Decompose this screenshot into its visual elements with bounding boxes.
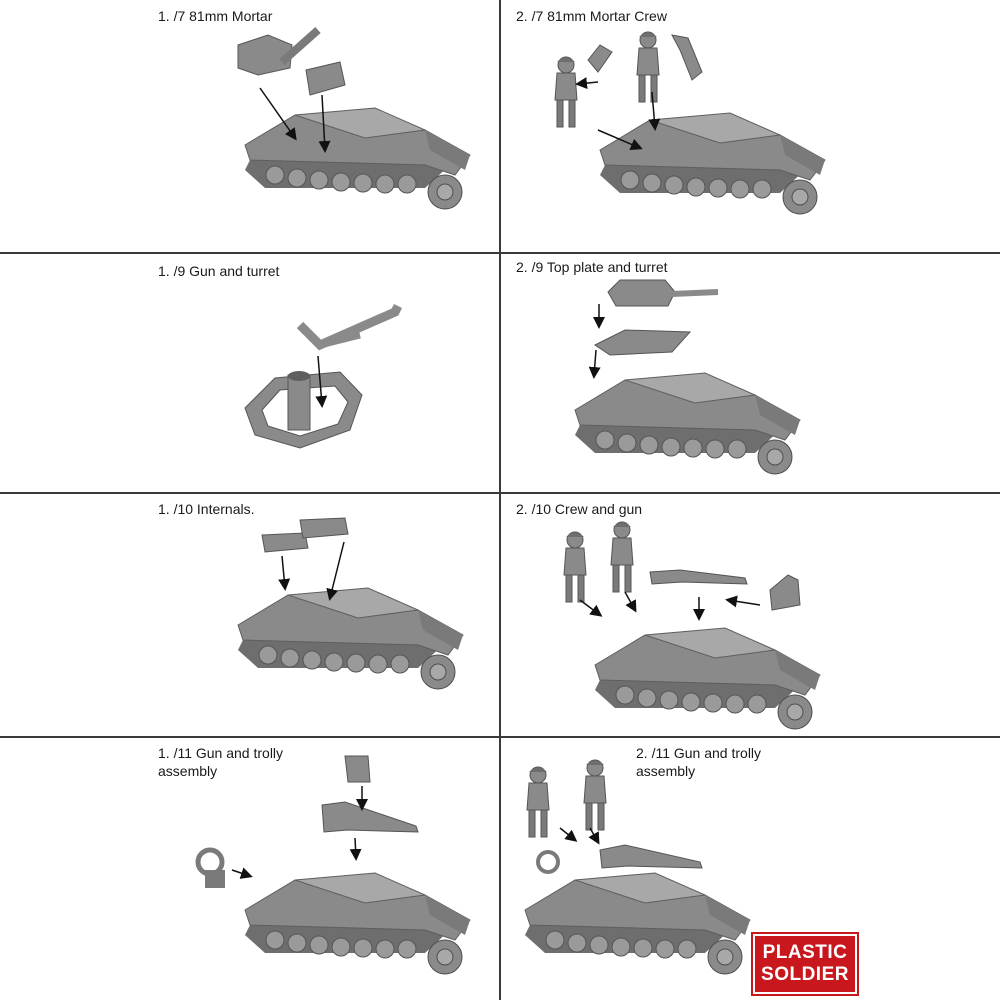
caption-step-1-10: 1. /10 Internals. xyxy=(158,501,255,517)
gun-shield xyxy=(769,574,801,611)
turret xyxy=(607,279,676,307)
top-plate xyxy=(594,329,692,356)
caption-step-2-7: 2. /7 81mm Mortar Crew xyxy=(516,8,667,24)
mortar-ammo-box xyxy=(237,34,293,76)
internal-seat-right xyxy=(299,517,349,539)
caption-step-1-7: 1. /7 81mm Mortar xyxy=(158,8,273,24)
internal-seat-left xyxy=(261,532,309,553)
row-divider-1 xyxy=(0,252,1000,254)
caption-step-2-9: 2. /9 Top plate and turret xyxy=(516,259,668,275)
mortar-tube xyxy=(279,27,321,65)
caption-step-1-9: 1. /9 Gun and turret xyxy=(158,263,280,279)
center-divider xyxy=(499,0,501,1000)
logo-line-2: SOLDIER xyxy=(761,964,849,985)
mortar-mount xyxy=(305,61,346,96)
caption-step-2-10: 2. /10 Crew and gun xyxy=(516,501,643,517)
caption-step-2-11: 2. /11 Gun and trolly assembly xyxy=(636,745,762,779)
row-divider-3 xyxy=(0,736,1000,738)
halftrack-model xyxy=(245,108,470,209)
plastic-soldier-logo: PLASTIC SOLDIER xyxy=(751,932,859,996)
trolly-part xyxy=(344,755,371,783)
caption-step-1-11: 1. /11 Gun and trolly assembly xyxy=(158,745,284,779)
gun-assembly xyxy=(321,801,419,833)
logo-line-1: PLASTIC xyxy=(762,942,848,963)
anti-tank-gun xyxy=(649,569,748,585)
gun-barrel xyxy=(296,303,403,351)
row-divider-2 xyxy=(0,492,1000,494)
